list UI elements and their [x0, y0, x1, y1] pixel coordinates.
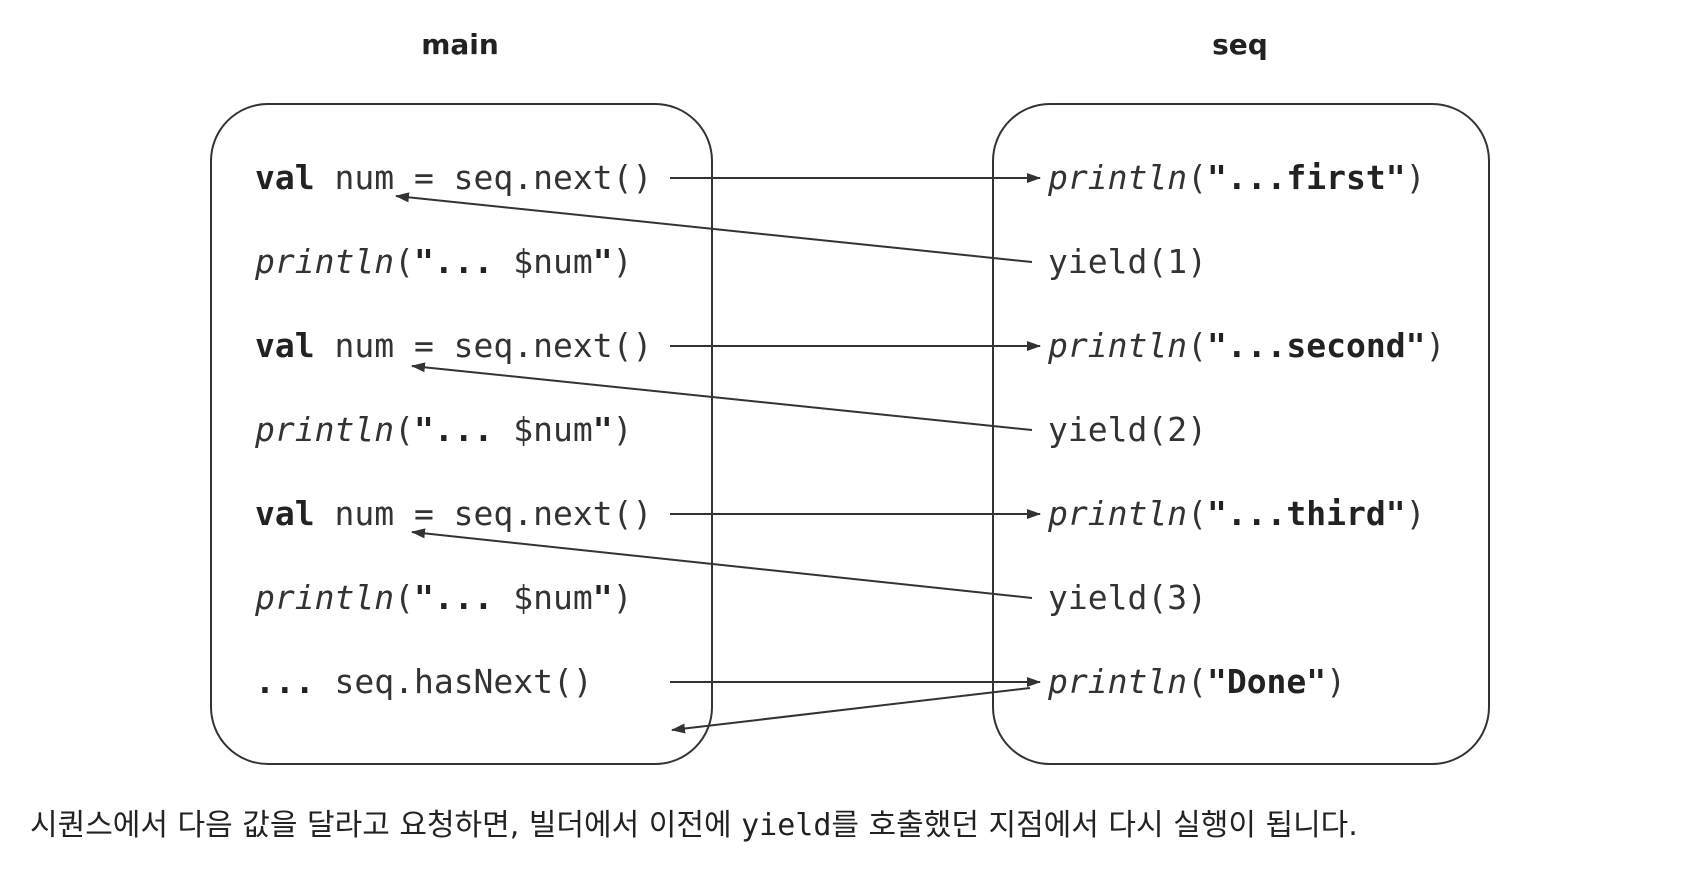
main-code-line: println("... $num") — [255, 410, 633, 450]
paren: ) — [612, 410, 633, 449]
string-literal: "...first" — [1206, 158, 1406, 197]
keyword: val — [255, 494, 315, 533]
string-literal: "...second" — [1206, 326, 1426, 365]
seq-code-line: yield(1) — [1048, 242, 1207, 282]
main-column-title: main — [421, 28, 499, 61]
string-literal: " — [592, 242, 613, 281]
paren: ( — [394, 410, 414, 449]
code-text: num = seq.next() — [314, 326, 653, 365]
seq-code-line: println("...third") — [1048, 494, 1426, 534]
paren: ( — [1187, 662, 1207, 701]
string-literal: "... — [413, 410, 514, 449]
paren: ( — [1187, 158, 1207, 197]
paren: ) — [612, 578, 633, 617]
figure-caption: 시퀀스에서 다음 값을 달라고 요청하면, 빌더에서 이전에 yield를 호출… — [30, 800, 1660, 844]
function-name: println — [1048, 326, 1188, 365]
main-code-line: val num = seq.next() — [255, 494, 652, 534]
seq-code-line: yield(3) — [1048, 578, 1207, 618]
template-var: $num — [513, 578, 593, 617]
seq-code-line: println("Done") — [1048, 662, 1346, 702]
keyword: val — [255, 158, 315, 197]
function-name: println — [1048, 158, 1188, 197]
seq-code-line: println("...second") — [1048, 326, 1445, 366]
main-code-line: ... seq.hasNext() — [255, 662, 593, 702]
caption-code: yield — [741, 808, 832, 843]
return-arrow-yield-2 — [411, 362, 1033, 431]
paren: ( — [394, 242, 414, 281]
function-name: println — [255, 578, 395, 617]
paren: ) — [1405, 158, 1426, 197]
paren: ( — [394, 578, 414, 617]
function-name: println — [255, 410, 395, 449]
function-name: println — [1048, 662, 1188, 701]
function-name: println — [1048, 494, 1188, 533]
string-literal: "... — [413, 242, 514, 281]
main-code-line: println("... $num") — [255, 242, 633, 282]
main-code-line: val num = seq.next() — [255, 326, 652, 366]
template-var: $num — [513, 410, 593, 449]
yield-call: yield(3) — [1048, 578, 1207, 617]
yield-call: yield(2) — [1048, 410, 1207, 449]
seq-code-line: yield(2) — [1048, 410, 1207, 450]
keyword: val — [255, 326, 315, 365]
return-arrow-yield-3 — [411, 528, 1033, 599]
string-literal: "...third" — [1206, 494, 1406, 533]
main-panel — [210, 103, 713, 765]
seq-code-line: println("...first") — [1048, 158, 1426, 198]
code-text: num = seq.next() — [314, 494, 653, 533]
caption-text: 시퀀스에서 다음 값을 달라고 요청하면, 빌더에서 이전에 — [30, 808, 742, 843]
function-name: println — [255, 242, 395, 281]
main-code-line: println("... $num") — [255, 578, 633, 618]
paren: ( — [1187, 494, 1207, 533]
paren: ) — [1425, 326, 1446, 365]
paren: ) — [612, 242, 633, 281]
paren: ) — [1326, 662, 1347, 701]
string-literal: "... — [413, 578, 514, 617]
paren: ( — [1187, 326, 1207, 365]
string-literal: " — [592, 578, 613, 617]
paren: ) — [1405, 494, 1426, 533]
ellipsis: ... — [255, 662, 335, 701]
yield-call: yield(1) — [1048, 242, 1207, 281]
seq-column-title: seq — [1212, 28, 1268, 61]
code-text: seq.hasNext() — [334, 662, 593, 701]
string-literal: "Done" — [1206, 662, 1327, 701]
main-code-line: val num = seq.next() — [255, 158, 652, 198]
string-literal: " — [592, 410, 613, 449]
code-text: num = seq.next() — [314, 158, 653, 197]
seq-panel — [992, 103, 1490, 765]
return-arrow-yield-1 — [395, 192, 1033, 263]
return-arrow-done — [671, 687, 1031, 734]
template-var: $num — [513, 242, 593, 281]
caption-text: 를 호출했던 지점에서 다시 실행이 됩니다. — [831, 808, 1358, 843]
